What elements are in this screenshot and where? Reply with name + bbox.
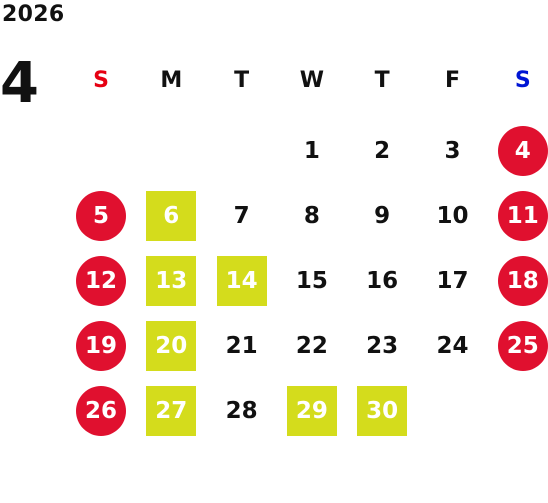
day-number: 14 (225, 268, 258, 294)
weekday-label: M (160, 68, 183, 93)
day-number: 15 (295, 268, 328, 294)
day-number: 21 (225, 333, 258, 359)
day-cell-16[interactable]: 16 (357, 256, 407, 306)
day-number: 10 (436, 203, 469, 229)
day-cell-11[interactable]: 11 (497, 191, 548, 241)
year-label: 2026 (2, 2, 65, 27)
day-number: 6 (163, 203, 180, 229)
day-cell-2[interactable]: 2 (357, 126, 407, 176)
day-cell-6[interactable]: 6 (146, 191, 197, 241)
day-number: 1 (303, 138, 320, 164)
day-number: 20 (155, 333, 188, 359)
day-number: 16 (366, 268, 399, 294)
day-cell-24[interactable]: 24 (428, 321, 478, 371)
weekday-label: W (299, 68, 325, 93)
day-cell-30[interactable]: 30 (357, 386, 408, 436)
day-number: 18 (506, 268, 539, 294)
day-number: 19 (84, 333, 117, 359)
day-number: 30 (366, 398, 399, 424)
day-number: 5 (92, 203, 109, 229)
day-cell-14[interactable]: 14 (216, 256, 267, 306)
day-cell-23[interactable]: 23 (357, 321, 407, 371)
day-cell-26[interactable]: 26 (76, 386, 126, 436)
day-number: 11 (506, 203, 539, 229)
month-label: 4 (0, 51, 39, 116)
day-number: 13 (155, 268, 188, 294)
day-number: 2 (374, 138, 391, 164)
day-number: 12 (84, 268, 117, 294)
day-number: 28 (225, 398, 258, 424)
day-number: 22 (295, 333, 328, 359)
weekday-label: T (374, 68, 390, 93)
day-number: 26 (84, 398, 117, 424)
day-cell-28[interactable]: 28 (217, 386, 267, 436)
day-number: 23 (366, 333, 399, 359)
day-number: 27 (155, 398, 188, 424)
day-cell-7[interactable]: 7 (217, 191, 267, 241)
day-cell-18[interactable]: 18 (497, 256, 548, 306)
day-cell-4[interactable]: 4 (497, 126, 548, 176)
weekday-label: T (234, 68, 250, 93)
weekday-label: S (514, 68, 531, 93)
day-number: 17 (436, 268, 469, 294)
day-cell-10[interactable]: 10 (428, 191, 478, 241)
day-number: 25 (506, 333, 539, 359)
day-cell-27[interactable]: 27 (146, 386, 197, 436)
day-cell-21[interactable]: 21 (217, 321, 267, 371)
day-cell-3[interactable]: 3 (428, 126, 478, 176)
day-number: 7 (233, 203, 250, 229)
day-cell-19[interactable]: 19 (76, 321, 126, 371)
day-cell-29[interactable]: 29 (286, 386, 337, 436)
day-number: 9 (374, 203, 391, 229)
day-number: 3 (444, 138, 461, 164)
day-cell-8[interactable]: 8 (287, 191, 337, 241)
weekday-label: S (93, 68, 109, 93)
day-cell-15[interactable]: 15 (287, 256, 337, 306)
day-cell-22[interactable]: 22 (287, 321, 337, 371)
day-cell-9[interactable]: 9 (357, 191, 407, 241)
day-number: 24 (436, 333, 469, 359)
day-cell-1[interactable]: 1 (287, 126, 337, 176)
day-cell-25[interactable]: 25 (497, 321, 548, 371)
day-cell-20[interactable]: 20 (146, 321, 197, 371)
day-cell-13[interactable]: 13 (146, 256, 197, 306)
day-cell-17[interactable]: 17 (428, 256, 478, 306)
day-cell-12[interactable]: 12 (76, 256, 126, 306)
day-cell-5[interactable]: 5 (76, 191, 126, 241)
day-number: 4 (514, 138, 531, 164)
day-number: 29 (295, 398, 328, 424)
weekday-label: F (444, 68, 461, 93)
day-number: 8 (303, 203, 320, 229)
